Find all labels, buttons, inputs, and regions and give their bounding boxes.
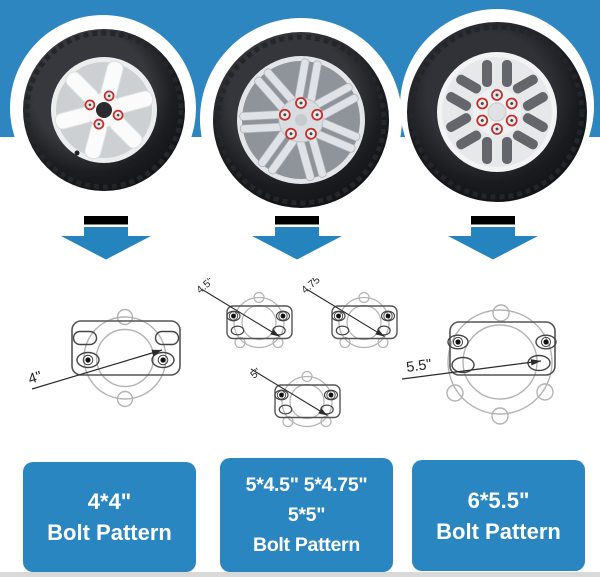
badge-size-text: 6*5.5" [467, 487, 530, 513]
badge-caption-text: Bolt Pattern [47, 520, 172, 545]
wheel-image-5-lug [213, 32, 389, 208]
diagram-label-4in: 4" [26, 369, 43, 388]
wheel-image-4-lug [23, 29, 185, 191]
wheel-slots [446, 60, 548, 164]
down-arrow-icon [252, 216, 342, 260]
bolt-pattern-diagram-5-5in: 5.5" [401, 304, 557, 425]
bolt-pattern-diagram-4-5in: 4.5" [195, 278, 293, 349]
badge-size-text: 5*4.5" 5*4.75" [245, 474, 368, 496]
lug-nuts [84, 90, 124, 130]
diagram-label-5-5in: 5.5" [405, 357, 432, 376]
wheel-spokes [54, 60, 154, 160]
wheel-spokes [239, 58, 361, 182]
down-arrow-icon [61, 216, 151, 260]
bolt-pattern-badge-5-lug: 5*4.5" 5*4.75" 5*5" Bolt Pattern [220, 458, 393, 572]
bottom-edge-strip [0, 572, 600, 577]
lug-nuts [278, 97, 324, 140]
badge-size-text: 4*4" [87, 489, 132, 514]
badge-caption-text: Bolt Pattern [436, 518, 561, 544]
diagram-label-5in: 5" [248, 366, 263, 382]
valve-stem [74, 150, 80, 156]
bolt-pattern-diagram-4-75in: 4.75" [300, 278, 398, 349]
bolt-pattern-badge-4x4: 4*4" Bolt Pattern [23, 462, 196, 572]
lug-nuts [476, 89, 518, 135]
badge-size-text: 5*5" [287, 504, 326, 526]
badge-caption-text: Bolt Pattern [253, 534, 360, 556]
bolt-pattern-diagram-5in: 5" [248, 366, 341, 428]
bolt-pattern-diagram-4in: 4" [26, 308, 181, 408]
down-arrow-icon [448, 216, 538, 260]
bolt-pattern-badge-6x5-5: 6*5.5" Bolt Pattern [412, 460, 585, 571]
wheel-image-6-lug [407, 22, 587, 202]
diagram-label-4-5in: 4.5" [195, 278, 216, 296]
